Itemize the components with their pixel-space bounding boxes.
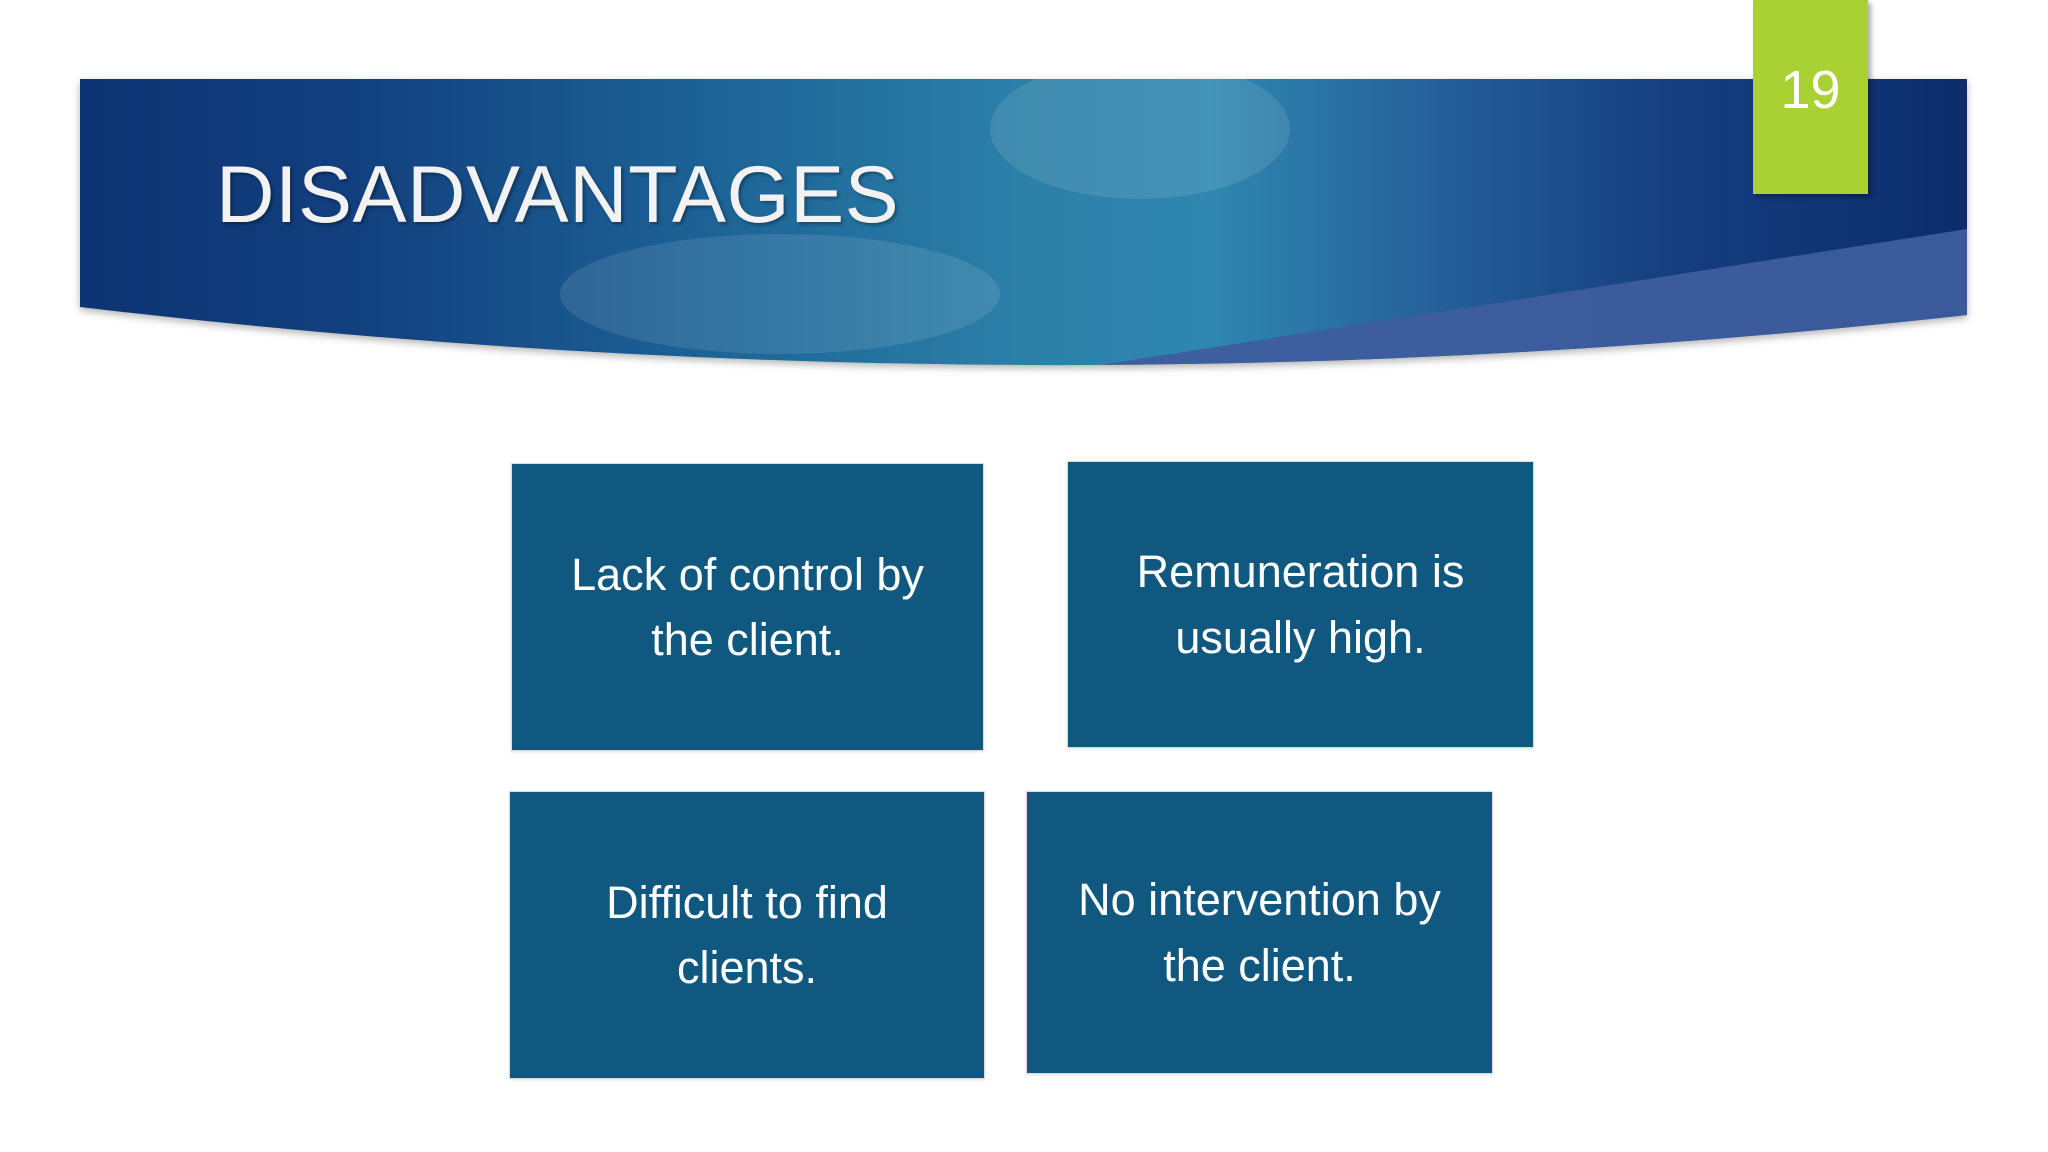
title-banner-shape [80, 79, 1967, 366]
page-number-badge: 19 [1753, 0, 1868, 194]
content-box-remuneration[interactable]: Remuneration is usually high. [1067, 461, 1534, 748]
content-box-text: Remuneration is usually high. [1136, 546, 1465, 663]
content-box-text: Difficult to find clients. [606, 876, 888, 993]
title-banner [80, 79, 1967, 384]
content-box-text: No intervention by the client. [1078, 874, 1441, 991]
content-box-difficult-to-find-clients[interactable]: Difficult to find clients. [509, 791, 985, 1079]
page-number-label: 19 [1780, 60, 1841, 120]
content-box-no-intervention[interactable]: No intervention by the client. [1026, 791, 1493, 1074]
content-box-text: Lack of control by the client. [571, 548, 924, 665]
page-title: DISADVANTAGES [216, 150, 900, 240]
content-box-lack-of-control[interactable]: Lack of control by the client. [511, 463, 984, 751]
